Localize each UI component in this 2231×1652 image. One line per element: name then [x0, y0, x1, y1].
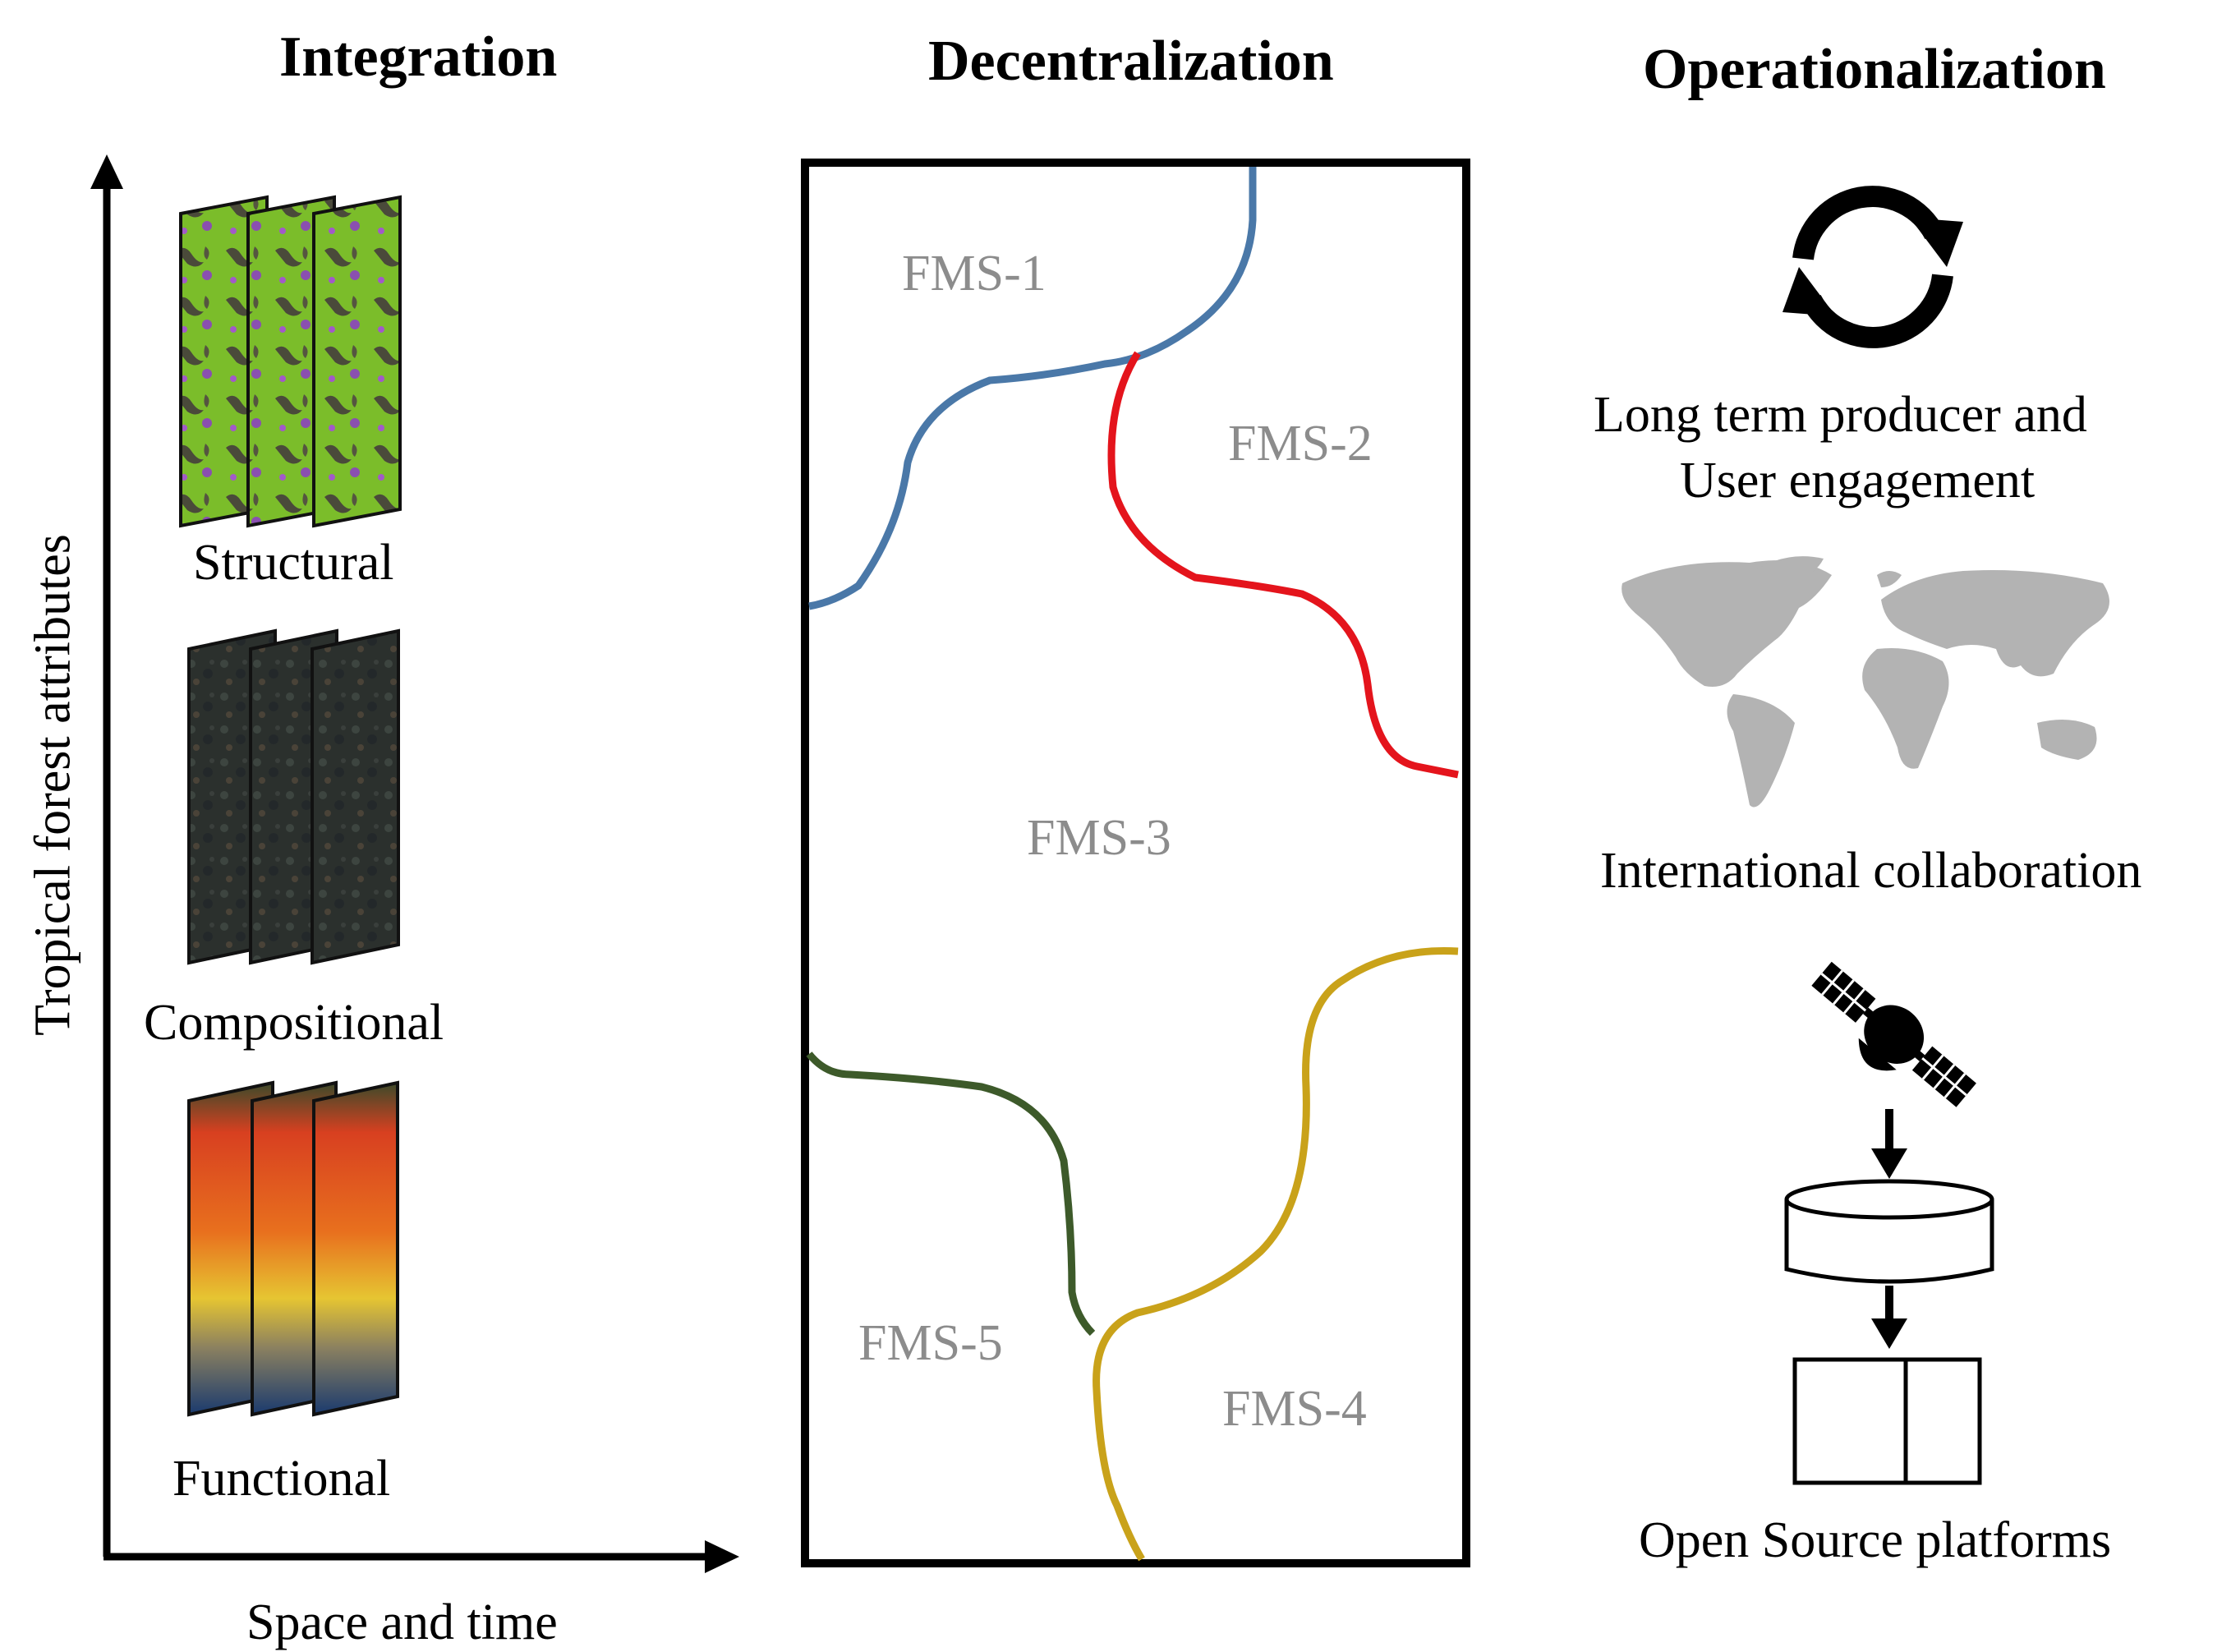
down-arrow-2 [1871, 1286, 1907, 1349]
down-arrow-1 [1871, 1109, 1907, 1179]
satellite-database-platform-icon [1784, 961, 1994, 1485]
functional-label: Functional [172, 1451, 391, 1507]
integration-axes [90, 154, 739, 1573]
compositional-image-stack [185, 624, 415, 969]
decentralization-map [801, 159, 1470, 1567]
engagement-label-line1: Long term producer and [1594, 387, 2087, 443]
structural-label: Structural [193, 535, 394, 591]
region-label-fms-4: FMS-4 [1222, 1381, 1367, 1437]
x-axis-arrowhead [705, 1540, 739, 1573]
y-axis-label: Tropical forest attributes [25, 534, 81, 1036]
heading-integration: Integration [279, 25, 558, 89]
fms5-boundary [806, 1051, 1096, 1337]
collaboration-label: International collaboration [1600, 843, 2142, 899]
structural-image-stack [172, 193, 411, 530]
refresh-cycle-icon [1782, 186, 1963, 348]
x-axis-label: Space and time [246, 1594, 558, 1650]
open-source-label: Open Source platforms [1639, 1512, 2112, 1568]
region-label-fms-1: FMS-1 [902, 246, 1046, 301]
region-label-fms-3: FMS-3 [1027, 810, 1171, 866]
functional-image-stack [182, 1076, 412, 1421]
engagement-label-line2: User engagement [1680, 453, 2036, 508]
world-map-icon [1622, 556, 2109, 808]
heading-decentralization: Decentralization [928, 30, 1334, 93]
region-label-fms-2: FMS-2 [1228, 416, 1373, 472]
heading-operationalization: Operationalization [1643, 38, 2106, 101]
fms2-boundary [1107, 351, 1459, 779]
fms1-boundary [808, 167, 1257, 610]
satellite-icon [1811, 961, 1976, 1107]
platform-icon [1792, 1357, 1982, 1485]
region-label-fms-5: FMS-5 [858, 1315, 1003, 1371]
database-icon [1784, 1179, 1994, 1284]
map-frame [801, 159, 1470, 1567]
fms4-boundary [1092, 946, 1459, 1562]
compositional-label: Compositional [144, 995, 444, 1051]
y-axis-arrowhead [90, 154, 123, 189]
